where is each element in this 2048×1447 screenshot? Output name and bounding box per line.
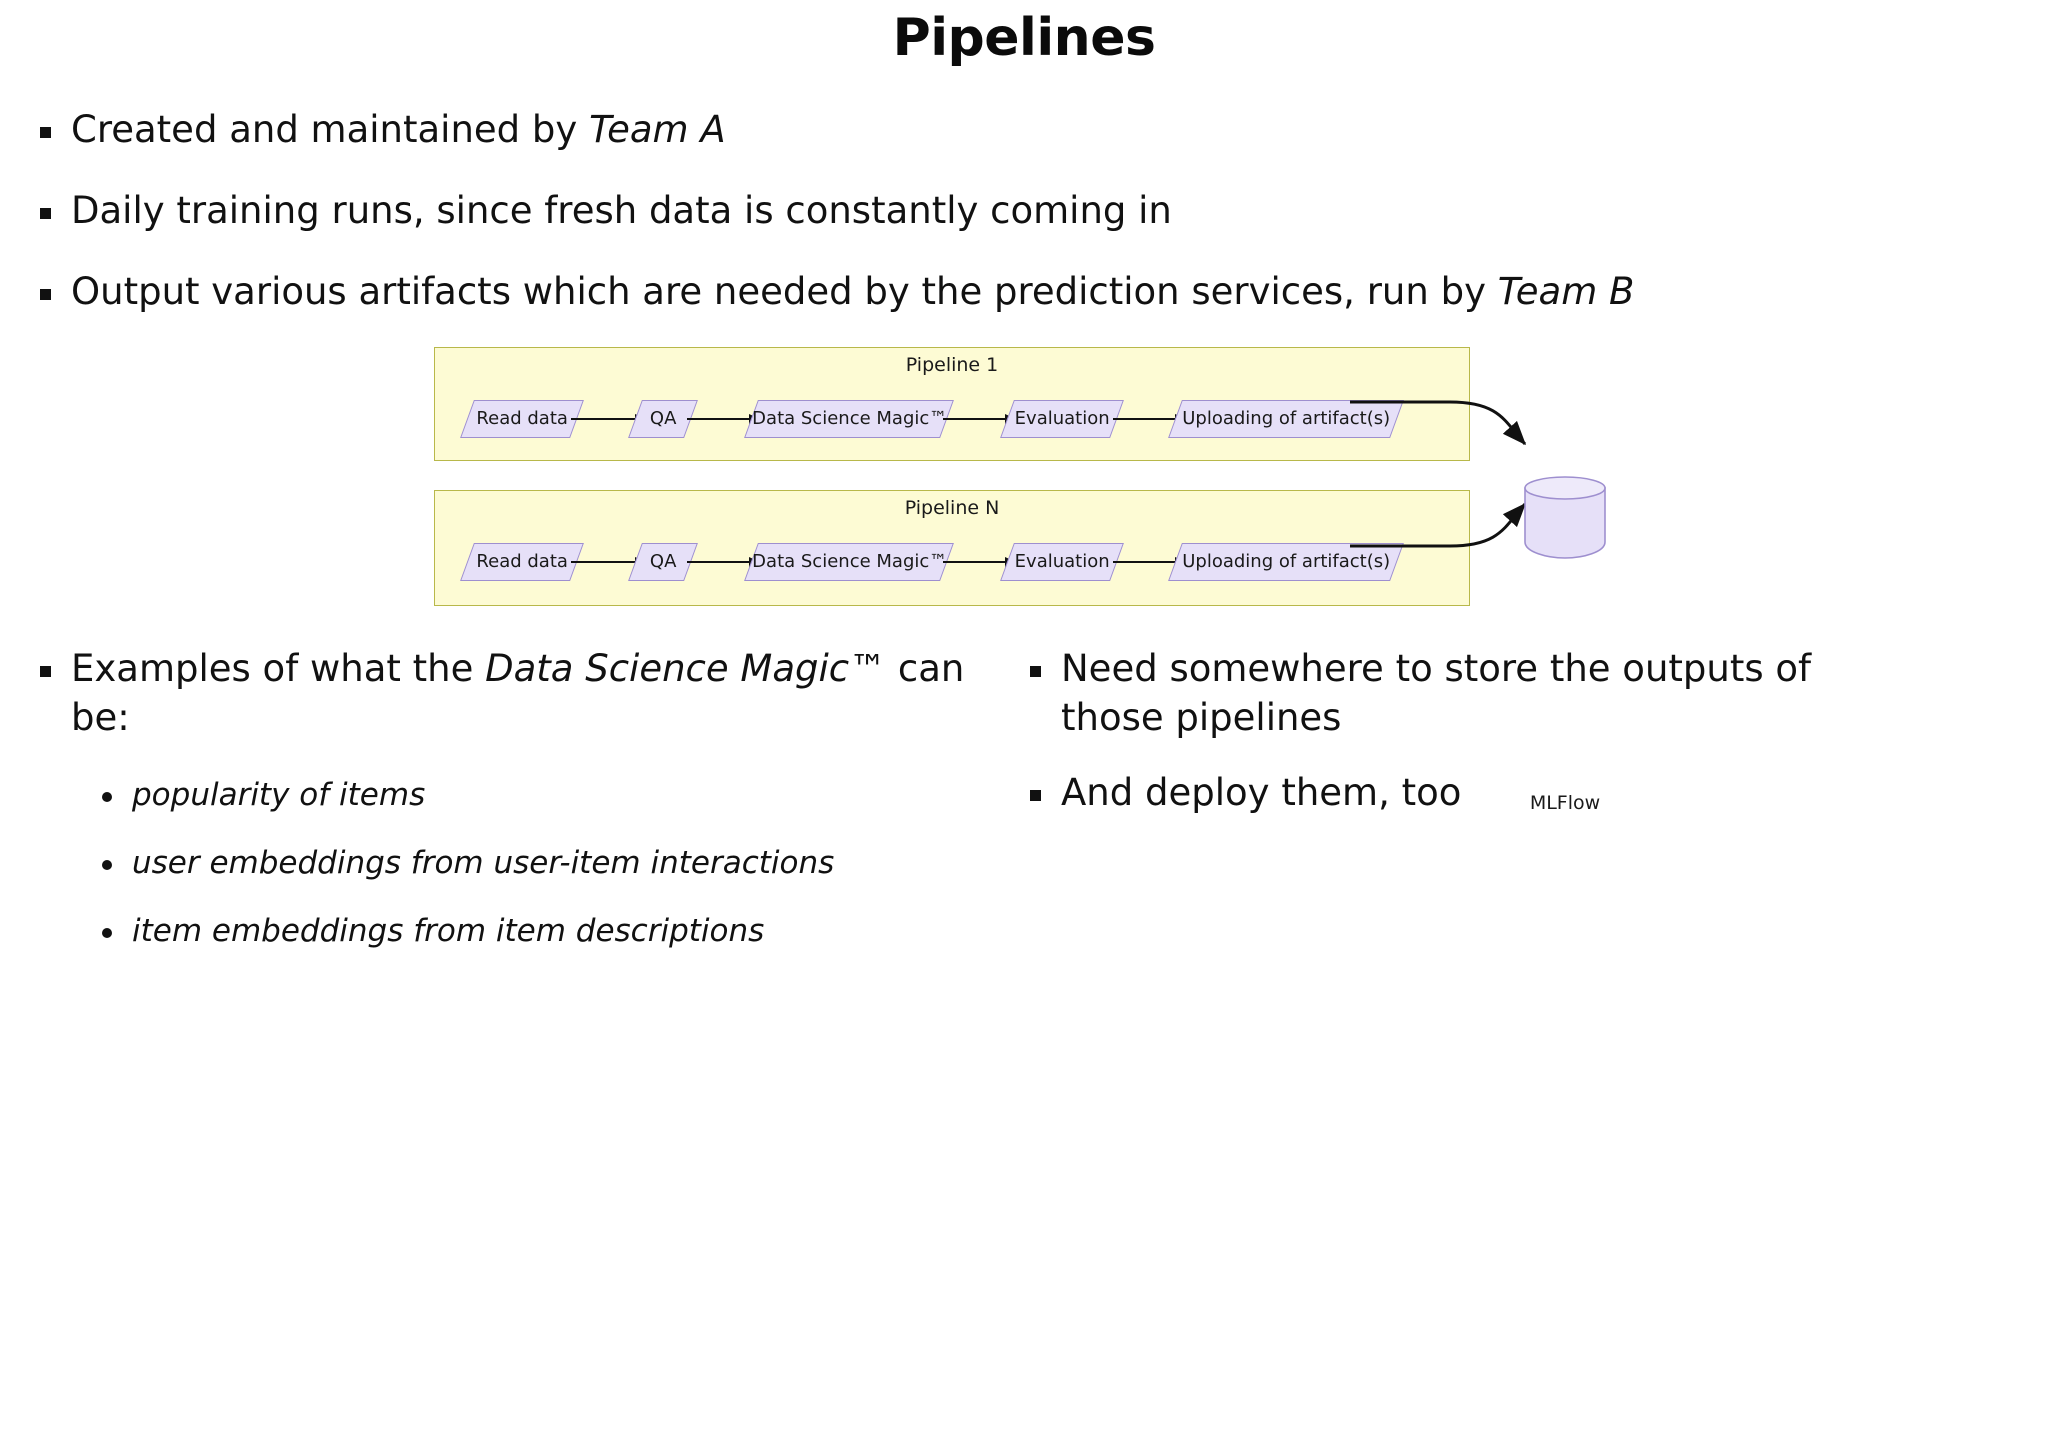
node-label: Uploading of artifact(s) [1182, 408, 1391, 429]
bullet-emphasis: Team A [589, 108, 726, 151]
pipeline-group-n: Pipeline N Read data QA Data Science Mag… [434, 490, 1470, 606]
bottom-left-column: Examples of what the Data Science Magic™… [0, 645, 1010, 980]
node-label: Read data [476, 408, 568, 429]
node-evaluation[interactable]: Evaluation [1000, 400, 1124, 438]
mlflow-store-label: MLFlow [1529, 792, 1601, 814]
list-item: Output various artifacts which are neede… [40, 268, 1940, 317]
bullet-prefix: Daily training runs, since fresh data is… [71, 188, 1172, 232]
sub-bullet-text: item embeddings from item descriptions [132, 913, 765, 950]
connector-arrow [687, 557, 760, 567]
bullet-text: Need somewhere to store the outputs of t… [1061, 647, 1812, 739]
dot-bullet-icon [102, 859, 112, 870]
bullet-text: Daily training runs, since fresh data is… [71, 187, 1172, 236]
bullet-prefix: Output various artifacts which are neede… [71, 269, 1498, 313]
node-data-science-magic[interactable]: Data Science Magic™ [744, 400, 954, 438]
connector-arrow [943, 414, 1016, 424]
square-bullet-icon [40, 288, 51, 300]
square-bullet-icon [40, 127, 51, 138]
list-item: Examples of what the Data Science Magic™… [40, 645, 1010, 743]
sub-bullet-text: popularity of items [132, 776, 426, 813]
bullet-text: Examples of what the Data Science Magic™… [71, 645, 1010, 743]
bullet-prefix: Examples of what the [71, 647, 486, 690]
sub-bullet-text: user embeddings from user-item interacti… [132, 844, 835, 881]
top-bullet-list: Created and maintained by Team A Daily t… [40, 106, 1940, 348]
node-label: Read data [476, 551, 568, 572]
square-bullet-icon [1030, 666, 1041, 677]
node-label: QA [649, 408, 677, 429]
square-bullet-icon [40, 666, 51, 677]
list-item: Created and maintained by Team A [40, 106, 1940, 155]
connector-arrow [943, 557, 1016, 567]
bullet-emphasis: Data Science Magic™ [485, 647, 887, 690]
node-uploading-artifacts[interactable]: Uploading of artifact(s) [1168, 400, 1404, 438]
list-item: user embeddings from user-item interacti… [102, 843, 1010, 883]
pipeline-group-label: Pipeline N [904, 497, 1000, 519]
node-data-science-magic[interactable]: Data Science Magic™ [744, 543, 954, 581]
bullet-emphasis: Team B [1497, 269, 1635, 313]
dot-bullet-icon [102, 928, 112, 939]
list-item: Need somewhere to store the outputs of t… [1030, 645, 2010, 743]
pipeline-diagram: Pipeline 1 Read data QA Data Science Mag… [0, 330, 2048, 814]
connector-arrow [687, 414, 760, 424]
node-label: Data Science Magic™ [752, 551, 948, 572]
list-item: Daily training runs, since fresh data is… [40, 187, 1940, 236]
pipeline-group-label: Pipeline 1 [905, 354, 999, 376]
node-label: Evaluation [1014, 408, 1110, 429]
dot-bullet-icon [102, 791, 112, 802]
node-label: Evaluation [1014, 551, 1110, 572]
node-uploading-artifacts[interactable]: Uploading of artifact(s) [1168, 543, 1404, 581]
bullet-text: Output various artifacts which are neede… [71, 268, 1634, 317]
bottom-right-column: Need somewhere to store the outputs of t… [1010, 645, 2010, 980]
square-bullet-icon [40, 207, 51, 219]
node-read-data[interactable]: Read data [460, 543, 584, 581]
bullet-text: Created and maintained by Team A [71, 106, 726, 155]
node-label: QA [649, 551, 677, 572]
node-read-data[interactable]: Read data [460, 400, 584, 438]
bullet-prefix: Created and maintained by [71, 108, 590, 151]
sub-bullet-list: popularity of items user embeddings from… [102, 775, 1010, 952]
square-bullet-icon [1030, 789, 1041, 801]
node-label: Data Science Magic™ [752, 408, 948, 429]
pipeline-group-1: Pipeline 1 Read data QA Data Science Mag… [434, 347, 1470, 461]
page-title: Pipelines [892, 8, 1156, 68]
mlflow-store-shape[interactable] [1460, 370, 1660, 590]
bottom-columns: Examples of what the Data Science Magic™… [0, 645, 2048, 980]
list-item: popularity of items [102, 775, 1010, 815]
bullet-suffix: can be: [71, 647, 965, 739]
node-label: Uploading of artifact(s) [1182, 551, 1391, 572]
bullet-text: And deploy them, too [1061, 770, 1462, 814]
node-evaluation[interactable]: Evaluation [1000, 543, 1124, 581]
list-item: item embeddings from item descriptions [102, 911, 1010, 951]
list-item: And deploy them, too [1030, 769, 2010, 818]
